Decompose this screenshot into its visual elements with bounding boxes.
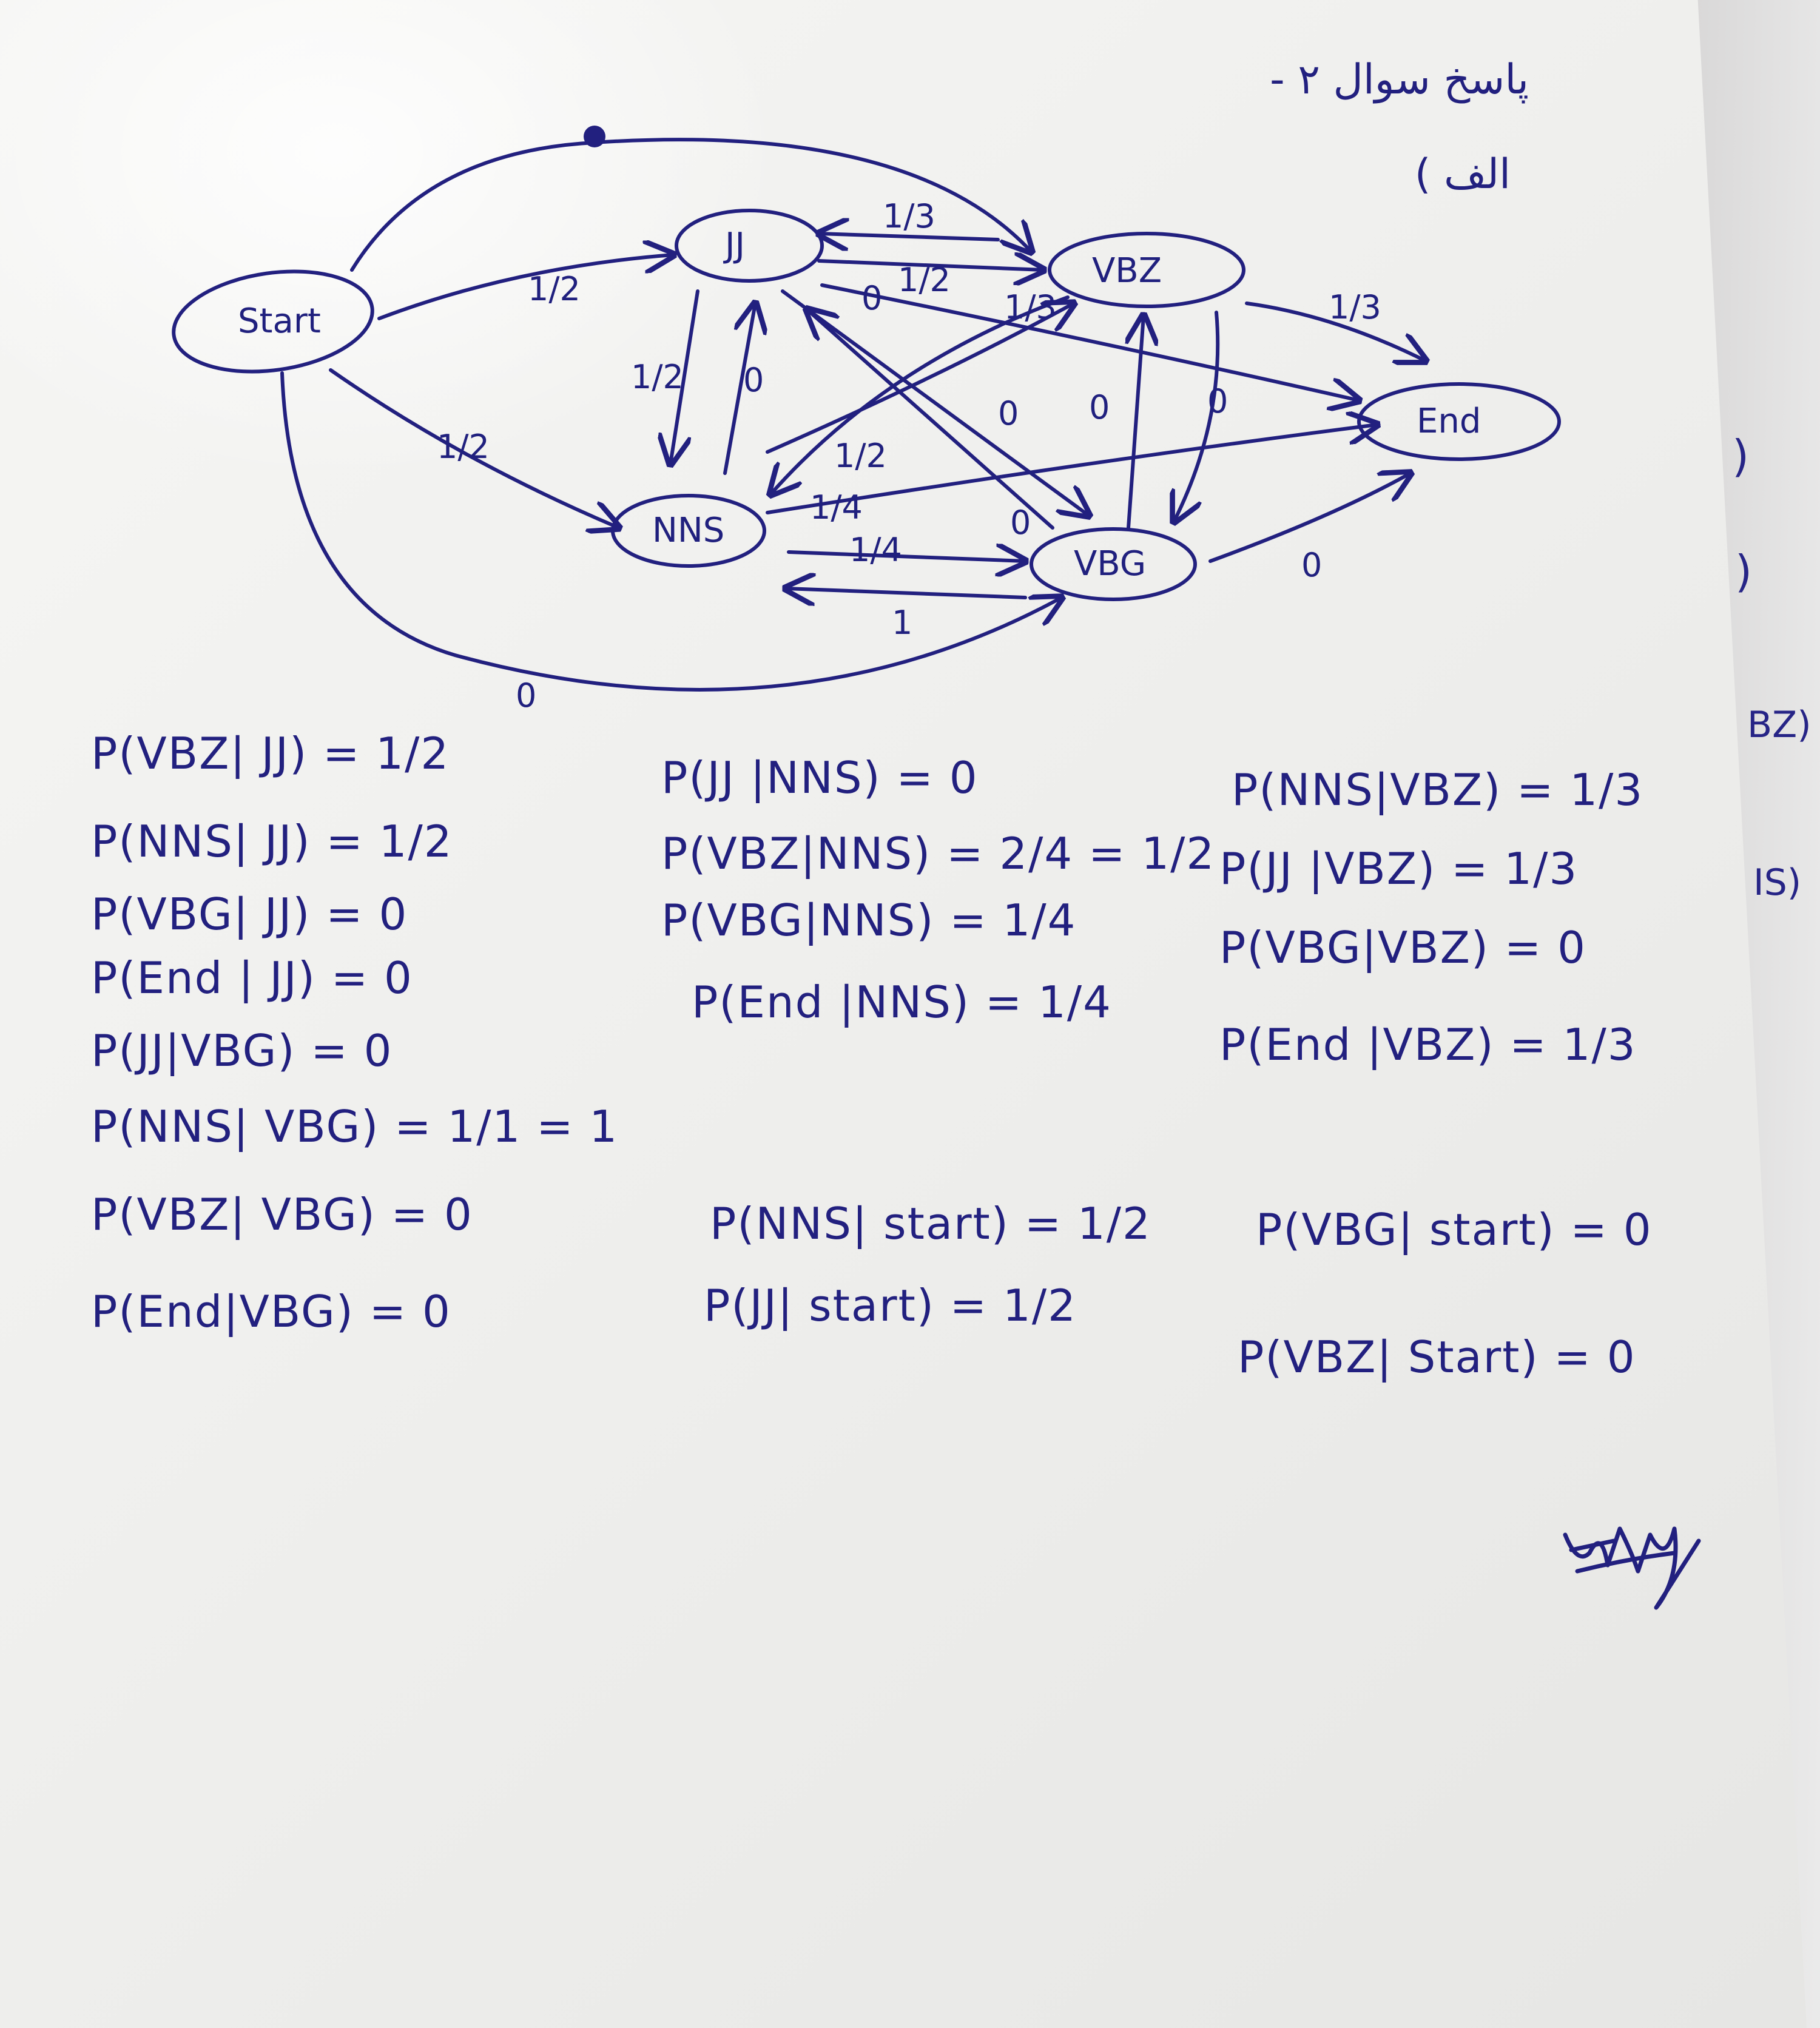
- node-vbg-label: VBG: [1074, 544, 1146, 584]
- edge-vbg-end: [1208, 473, 1410, 563]
- edge-label-vbz-nns: 1/3: [1004, 288, 1057, 326]
- eq-col1-7: P(End|VBG) = 0: [91, 1286, 451, 1337]
- edge-label-start-jj: 1/2: [528, 270, 581, 308]
- edge-vbz-nns: [770, 295, 1070, 494]
- edge-label-start-vbg: 0: [516, 676, 536, 715]
- node-jj: [675, 209, 824, 283]
- eq-col1-0: P(VBZ| JJ) = 1/2: [91, 728, 450, 779]
- edge-vbz-vbg: [1174, 311, 1220, 522]
- edge-nns-jj: [723, 303, 755, 475]
- edge-label-vbz-end: 1/3: [1329, 288, 1381, 326]
- edge-start-vbz: [350, 138, 1031, 272]
- edge-start-nns: [329, 368, 619, 528]
- edge-vbz-jj: [819, 234, 1000, 240]
- edge-label-nns-vbg: 1/4: [849, 531, 902, 569]
- edge-vbg-jj: [807, 309, 1054, 530]
- edge-label-nns-vbz: 1/2: [834, 437, 887, 475]
- edge-jj-end: [820, 283, 1359, 400]
- edge-vbg-nns: [786, 588, 1027, 598]
- edge-vbz-end: [1245, 302, 1426, 361]
- eq-col1-6: P(VBZ| VBG) = 0: [91, 1189, 473, 1240]
- edge-label-nns-end: 1/4: [810, 488, 863, 527]
- edge-label-jj-vbg: 0: [998, 394, 1019, 433]
- eq-start-vbg: P(VBG| start) = 0: [1256, 1204, 1653, 1255]
- eq-col2-0: P(JJ |NNS) = 0: [661, 752, 979, 803]
- edge-start-vbg: [280, 371, 1062, 692]
- eq-col3-0: P(NNS|VBZ) = 1/3: [1232, 764, 1644, 815]
- edge-label-nns-jj: 0: [743, 361, 764, 399]
- edge-start-jj: [377, 255, 673, 320]
- edge-nns-vbz: [766, 303, 1074, 454]
- eq-col3-2: P(VBG|VBZ) = 0: [1219, 922, 1586, 973]
- node-nns-label: NNS: [652, 511, 724, 550]
- edge-label-jj-vbz: 1/2: [898, 261, 951, 299]
- eq-col1-2: P(VBG| JJ) = 0: [91, 889, 408, 940]
- edge-nns-vbg: [787, 552, 1025, 561]
- edge-jj-vbz: [817, 261, 1043, 270]
- header-line-2: الف ): [1414, 150, 1511, 198]
- edge-jj-nns: [670, 289, 699, 464]
- node-jj-label: JJ: [723, 226, 745, 265]
- node-start: [172, 269, 374, 374]
- header-line-1: پاسخ سوال ۲ -: [1270, 56, 1529, 104]
- eq-col2-2: P(VBG|NNS) = 1/4: [661, 895, 1077, 946]
- node-vbg: [1030, 527, 1197, 601]
- edge-label-vbz-jj: 1/3: [883, 197, 935, 235]
- edge-label-jj-end: 0: [861, 279, 882, 317]
- eq-col1-3: P(End | JJ) = 0: [91, 952, 413, 1003]
- node-vbz: [1048, 232, 1245, 308]
- eq-start-vbz: P(VBZ| Start) = 0: [1238, 1332, 1636, 1383]
- edge-label-vbg-jj: 0: [1010, 504, 1031, 542]
- eq-col2-1: P(VBZ|NNS) = 2/4 = 1/2: [661, 828, 1216, 879]
- edge-label-jj-nns: 1/2: [631, 358, 684, 396]
- margin-mark: BZ): [1747, 704, 1812, 746]
- eq-start-nns: P(NNS| start) = 1/2: [710, 1198, 1151, 1249]
- eq-col2-3: P(End |NNS) = 1/4: [692, 977, 1112, 1028]
- eq-col1-4: P(JJ|VBG) = 0: [91, 1025, 393, 1076]
- margin-mark: ): [1732, 431, 1750, 482]
- edge-label-vbg-nns: 1: [892, 604, 912, 642]
- margin-mark: ): [1735, 546, 1753, 597]
- eq-col3-3: P(End |VBZ) = 1/3: [1219, 1019, 1637, 1070]
- eq-start-jj: P(JJ| start) = 1/2: [704, 1280, 1077, 1331]
- node-end-label: End: [1417, 402, 1481, 441]
- eq-col1-1: P(NNS| JJ) = 1/2: [91, 816, 453, 867]
- margin-mark: IS): [1753, 861, 1802, 904]
- edge-label-start-nns: 1/2: [437, 428, 490, 466]
- edge-vbg-vbz: [1128, 315, 1144, 530]
- eq-col3-1: P(JJ |VBZ) = 1/3: [1219, 843, 1579, 894]
- node-vbz-label: VBZ: [1092, 251, 1162, 291]
- node-start-label: Start: [238, 302, 321, 341]
- ink-dot: [584, 126, 605, 147]
- edge-nns-end: [766, 425, 1377, 514]
- eq-col1-5: P(NNS| VBG) = 1/1 = 1: [91, 1101, 619, 1152]
- edge-label-vbz-vbg: 0: [1089, 388, 1110, 426]
- edge-label-vbg-vbz: 0: [1207, 382, 1228, 420]
- signature: [1563, 1526, 1701, 1610]
- edge-label-vbg-end: 0: [1301, 546, 1322, 584]
